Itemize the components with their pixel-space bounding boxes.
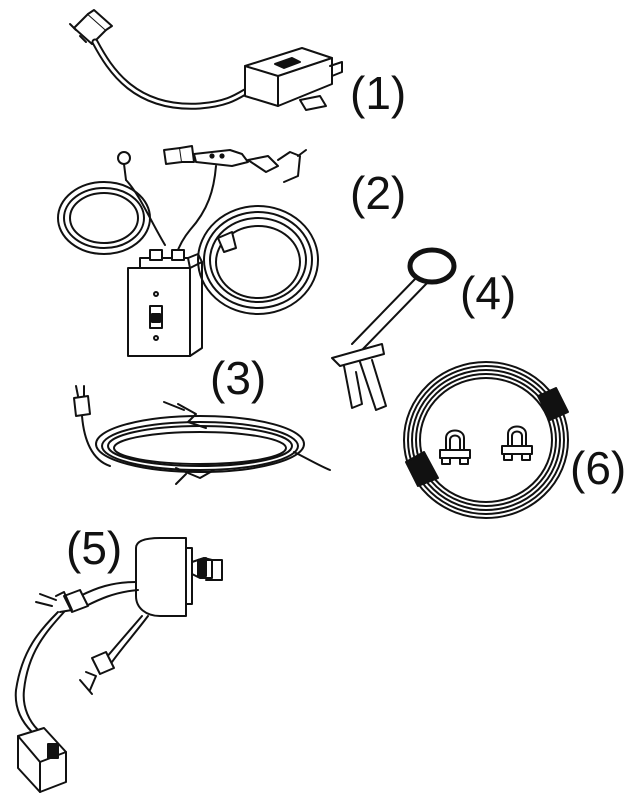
toggle-switch-icon (274, 57, 301, 69)
part-4-lifting-tool (331, 247, 457, 411)
part-label-6: (6) (570, 442, 627, 494)
part-1-switch-box-with-cord (69, 9, 343, 111)
part-label-1: (1) (350, 67, 407, 119)
part-2-control-box-harness (57, 145, 319, 357)
part-3-coiled-power-cord (73, 385, 331, 485)
part-label-4: (4) (460, 267, 517, 319)
wire-rope-clip-icon (501, 425, 533, 461)
part-label-5: (5) (66, 522, 123, 574)
part-label-2: (2) (350, 167, 407, 219)
wire-rope-clip-icon (439, 429, 471, 465)
part-label-3: (3) (210, 352, 267, 404)
part-5-junction-assembly (14, 537, 223, 793)
electrical-box-icon (244, 47, 333, 107)
grounding-lug-icon (117, 151, 131, 165)
junction-box-icon (135, 537, 187, 617)
lifting-tool-icon (407, 247, 457, 285)
part-6-wire-rope-coil (403, 361, 569, 519)
coil-band (405, 451, 439, 487)
small-box-icon (17, 727, 67, 793)
power-cord-icon (73, 395, 91, 417)
coil-band (537, 387, 569, 421)
